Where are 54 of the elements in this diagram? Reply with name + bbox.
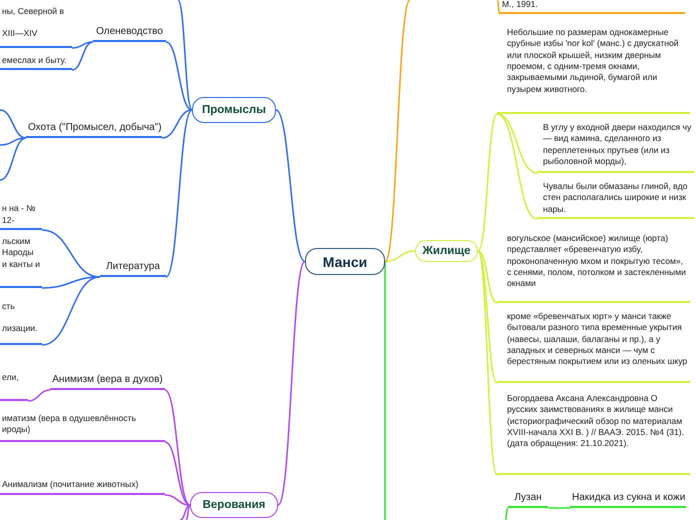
subtopic-label: Накидка из сукна и кожи xyxy=(570,490,686,508)
note-text: емеслах и быту. xyxy=(0,54,72,70)
branch-line xyxy=(0,137,26,146)
branch-line xyxy=(164,389,190,506)
branch-line xyxy=(384,0,411,262)
branch-line xyxy=(28,389,50,402)
subtopic-label: Литература xyxy=(100,260,166,277)
note-text: н на - № 12- xyxy=(0,203,42,230)
subtopic-label: Лузан xyxy=(508,490,548,508)
subtopic-label: Анимизм (вера в духов) xyxy=(50,372,165,390)
branch-line xyxy=(477,250,498,384)
branch-line xyxy=(496,113,538,220)
note-text: иматизм (вера в одушевлённость ироды) xyxy=(0,413,165,442)
subtopic-label: Охота ("Промысел, добыча") xyxy=(26,120,162,138)
branch-line xyxy=(165,110,193,278)
branch-line xyxy=(478,250,498,304)
branch-line xyxy=(185,504,191,520)
note-text: Богордаева Аксана Александровна О русских заимствованиях в жилище манси (историографический обзор по материалам XVIII-начала XXI В. ) // ВААЭ. 2015. №4 (31). (дата обращения: 21.10.2021). xyxy=(497,393,690,475)
note-text: льским Народы и канты и xyxy=(0,236,42,288)
branch-line xyxy=(276,109,306,262)
branch-line xyxy=(384,262,386,520)
branch-line xyxy=(177,0,193,110)
note-text: В углу у входной двери находился чу — вид камина, сделанного из переплетенных прутьев (или из рыболовной морды), xyxy=(537,122,694,173)
subtopic-label: Оленеводство xyxy=(93,24,166,42)
branch-line xyxy=(384,250,416,262)
note-text: ели, xyxy=(0,372,28,401)
branch-line xyxy=(477,114,498,252)
central-topic: Манси xyxy=(305,248,385,275)
branch-line xyxy=(496,0,501,14)
branch-line xyxy=(72,41,94,71)
note-text: М., 1991. xyxy=(500,0,685,14)
branch-line xyxy=(477,250,498,476)
branch-line xyxy=(0,109,26,139)
branch-line xyxy=(42,276,100,346)
note-text: вогульское (мансийское) жилище (юрта) представляет «бревенчатую избу, проконопаченную мхом и покрытую тесом», с сенями, полом, потолком и застекленными окнами xyxy=(497,233,690,303)
branch-line xyxy=(504,508,509,520)
branch-line xyxy=(548,507,570,509)
branch-line xyxy=(164,441,190,506)
branch-line xyxy=(72,41,94,49)
branch-line xyxy=(162,109,192,139)
branch-line xyxy=(180,504,190,520)
topic-pill: Промыслы xyxy=(192,97,276,123)
note-text: Чувалы были обмазаны глиной, вдо стен располагались широкие и низк нары. xyxy=(537,180,694,219)
note-text: сть лизации. xyxy=(0,295,42,345)
topic-pill: Верования xyxy=(190,492,278,518)
note-text: Анимализм (почитание животных) xyxy=(0,479,165,495)
branch-line xyxy=(277,261,306,506)
branch-line xyxy=(0,137,26,181)
branch-line xyxy=(164,494,190,506)
branch-line xyxy=(166,41,192,111)
topic-pill: Жилище xyxy=(415,240,478,262)
note-text: кроме «бревенчатых юрт» у манси также бытовали разного типа временные укрытия (навесы, шалаши, балаганы и пр.), а у западных и северных манси — чум с берестяным покрытием или из оленьих шкур xyxy=(497,311,690,383)
note-text: Небольшие по размерам однокамерные срубные избы 'nor kol' (манс.) с двускатной или плоской крышей, низким дверным проемом, с одним-тремя окнами, закрываемыми льдиной, бумагой или пузырем животного. xyxy=(497,27,690,114)
branch-line xyxy=(42,229,100,278)
